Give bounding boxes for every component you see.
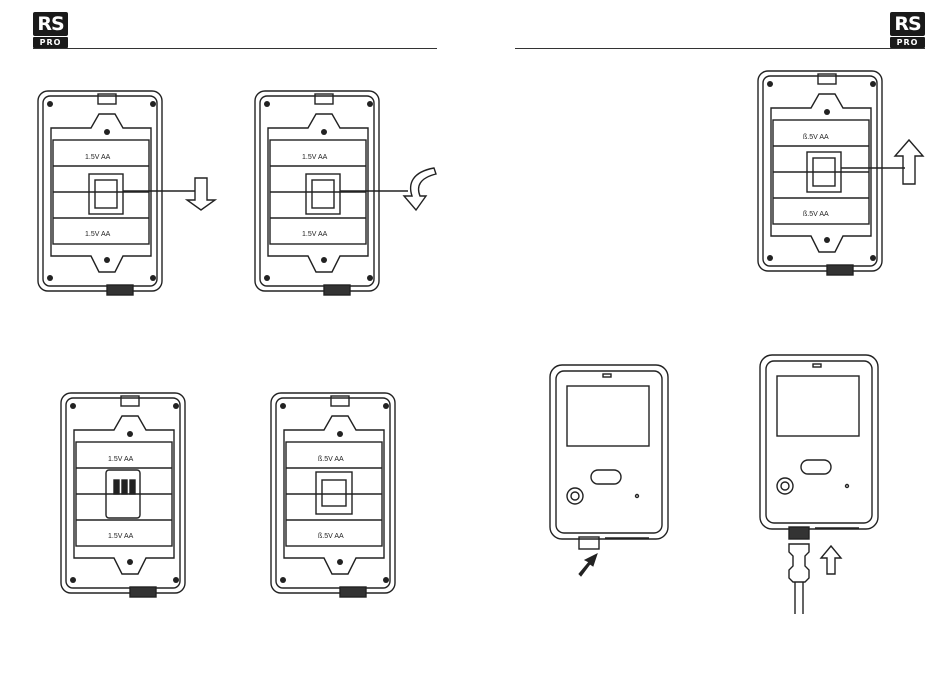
battery-label-bottom: 1.5V AA (108, 533, 134, 540)
right-page: RS PRO ß.5V AA ß.5V AA (475, 0, 950, 699)
logo-rs-text: RS (33, 12, 68, 36)
logo-pro-text: PRO (33, 37, 68, 48)
figure-battery-compartment-4: ß.5V AA ß.5V AA (268, 390, 408, 605)
device-front-outline (550, 365, 668, 539)
up-arrow-icon (821, 546, 841, 574)
figure-device-front-1 (545, 362, 675, 582)
probe-connector (789, 544, 809, 582)
battery-label-top: 1.5V AA (85, 154, 111, 161)
rs-pro-logo: RS PRO (890, 12, 925, 48)
battery-label-bottom: 1.5V AA (85, 231, 111, 238)
battery-label-bottom: 1.5V AA (302, 231, 328, 238)
battery-label-top: ß.5V AA (803, 134, 829, 141)
figure-battery-compartment-2: 1.5V AA 1.5V AA (252, 88, 452, 303)
left-page: RS PRO 1.5V AA 1.5V AA (0, 0, 475, 699)
speaker-grille (567, 488, 583, 504)
up-arrow-icon (895, 140, 923, 184)
figure-device-front-2 (755, 352, 885, 622)
figure-battery-compartment-3: 1.5V AA 1.5V AA (58, 390, 198, 605)
insert-arrow-icon (579, 554, 597, 576)
down-arrow-icon (187, 178, 215, 210)
speaker-grille (777, 478, 793, 494)
logo-rs-text: RS (890, 12, 925, 36)
rs-pro-logo: RS PRO (33, 12, 68, 48)
header-rule (515, 48, 925, 49)
figure-battery-compartment-5: ß.5V AA ß.5V AA (755, 68, 935, 283)
curved-down-arrow-icon (404, 168, 436, 210)
bottom-port (107, 285, 133, 295)
display-screen (567, 386, 649, 446)
display-screen (777, 376, 859, 436)
battery-label-top: 1.5V AA (108, 456, 134, 463)
battery-label-bottom: ß.5V AA (803, 211, 829, 218)
power-button (801, 460, 831, 474)
logo-pro-text: PRO (890, 37, 925, 48)
battery-cover-outline (51, 114, 151, 272)
battery-label-top: 1.5V AA (302, 154, 328, 161)
figure-battery-compartment-1: 1.5V AA 1.5V AA (35, 88, 225, 303)
battery-label-top: ß.5V AA (318, 456, 344, 463)
power-button (591, 470, 621, 484)
header-rule (33, 48, 437, 49)
battery-label-bottom: ß.5V AA (318, 533, 344, 540)
